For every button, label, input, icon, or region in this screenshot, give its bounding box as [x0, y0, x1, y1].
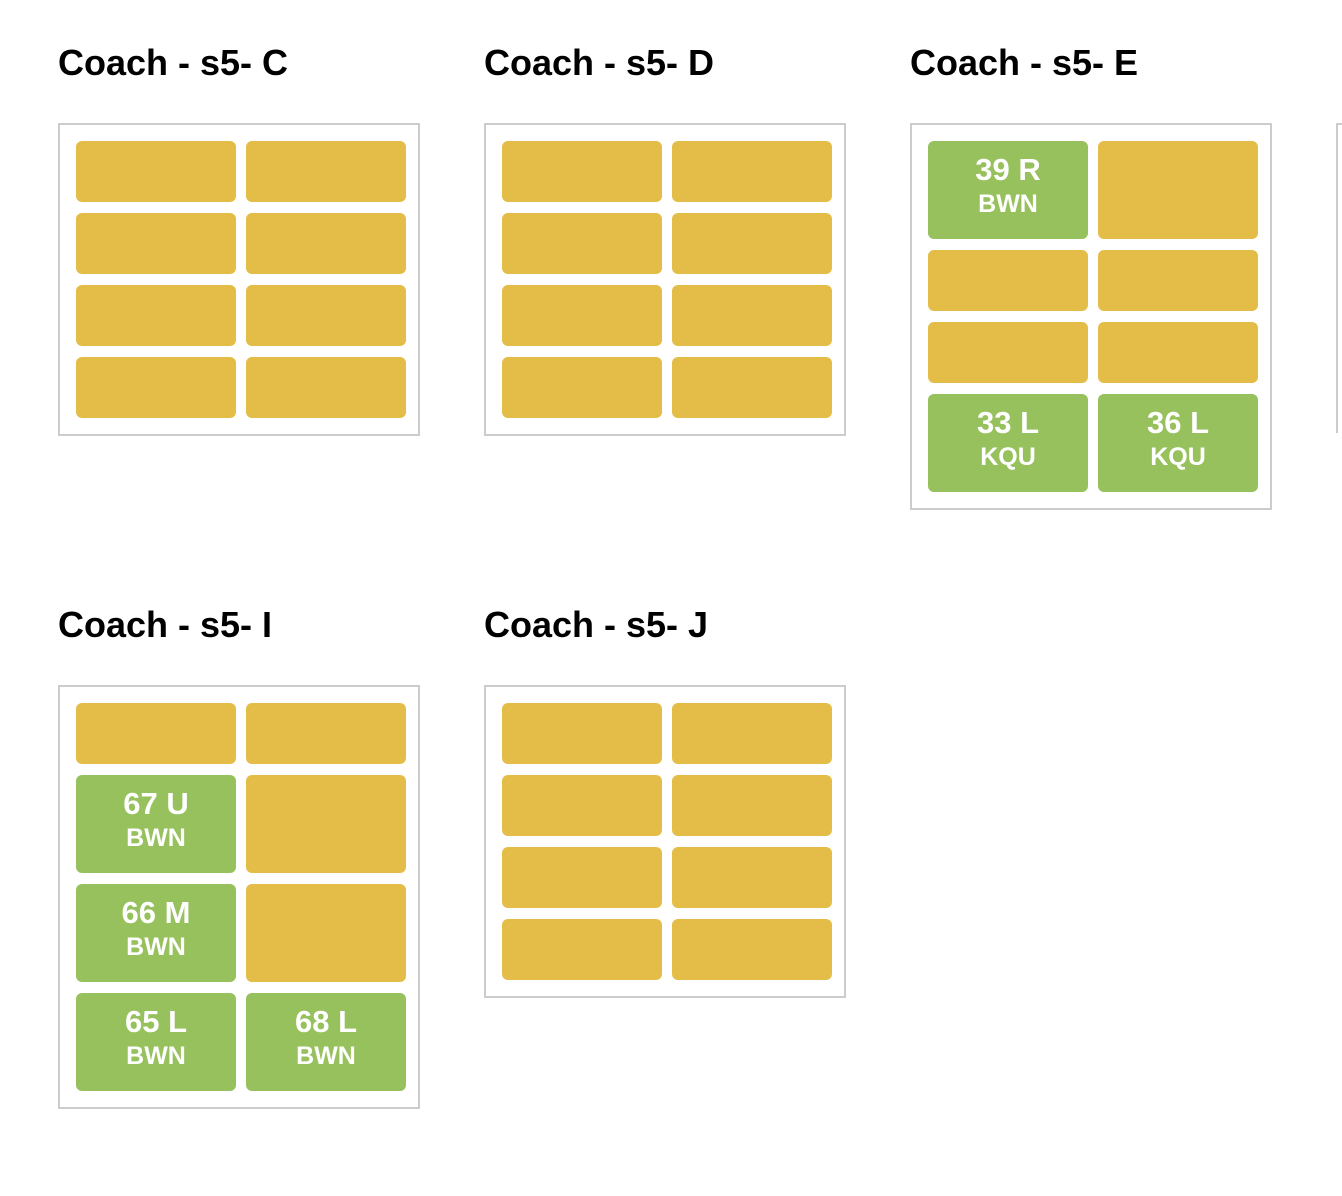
- seat-available[interactable]: [246, 357, 406, 418]
- seat-booked[interactable]: 67 U BWN: [76, 775, 236, 873]
- seat-available[interactable]: [1098, 250, 1258, 311]
- seat-station-code: KQU: [1150, 443, 1206, 471]
- seat-available[interactable]: [502, 703, 662, 764]
- seat-booked[interactable]: 39 R BWN: [928, 141, 1088, 239]
- seat-booked[interactable]: 66 M BWN: [76, 884, 236, 982]
- coach-title: Coach - s5- E: [910, 42, 1139, 83]
- seat-grid: [76, 141, 406, 418]
- coach-title: Coach - s5- C: [58, 42, 289, 83]
- seat-available[interactable]: [928, 250, 1088, 311]
- seat-available[interactable]: [1098, 141, 1258, 239]
- seat-available[interactable]: [1098, 322, 1258, 383]
- coach-seat-box: 39 R BWN 33 L KQU 36 L KQU: [910, 123, 1272, 510]
- seat-available[interactable]: [76, 213, 236, 274]
- seat-number: 36 L: [1146, 405, 1210, 440]
- seat-station-code: BWN: [296, 1042, 356, 1070]
- seat-available[interactable]: [928, 322, 1088, 383]
- seat-available[interactable]: [76, 141, 236, 202]
- coach-title: Coach - s5- D: [484, 42, 715, 83]
- seat-available[interactable]: [672, 213, 832, 274]
- coach-seat-box: 67 U BWN 66 M BWN 65 L BWN 68 L BWN: [58, 685, 420, 1109]
- seat-available[interactable]: [502, 285, 662, 346]
- seat-available[interactable]: [502, 847, 662, 908]
- seat-available[interactable]: [246, 775, 406, 873]
- seat-booked[interactable]: 36 L KQU: [1098, 394, 1258, 492]
- seat-available[interactable]: [502, 357, 662, 418]
- seat-available[interactable]: [672, 141, 832, 202]
- seat-available[interactable]: [672, 919, 832, 980]
- seat-number: 39 R: [975, 152, 1041, 187]
- seat-available[interactable]: [672, 285, 832, 346]
- seat-station-code: BWN: [126, 824, 186, 852]
- seat-available[interactable]: [672, 703, 832, 764]
- seat-station-code: BWN: [978, 190, 1038, 218]
- seat-available[interactable]: [502, 775, 662, 836]
- seat-booked[interactable]: 68 L BWN: [246, 993, 406, 1091]
- seat-available[interactable]: [246, 884, 406, 982]
- seat-available[interactable]: [502, 213, 662, 274]
- coach-seat-box-partial: [1336, 123, 1342, 433]
- coach-seat-box: [484, 123, 846, 436]
- seat-available[interactable]: [246, 703, 406, 764]
- seat-grid: 67 U BWN 66 M BWN 65 L BWN 68 L BWN: [76, 703, 406, 1091]
- seat-available[interactable]: [76, 703, 236, 764]
- seat-available[interactable]: [502, 919, 662, 980]
- seat-grid: [502, 141, 832, 418]
- seat-available[interactable]: [672, 357, 832, 418]
- coach-seat-box: [58, 123, 420, 436]
- seat-number: 67 U: [123, 786, 189, 821]
- seat-available[interactable]: [672, 847, 832, 908]
- seat-available[interactable]: [502, 141, 662, 202]
- seat-available[interactable]: [672, 775, 832, 836]
- seat-booked[interactable]: 65 L BWN: [76, 993, 236, 1091]
- seat-number: 33 L: [976, 405, 1040, 440]
- seat-grid: [502, 703, 832, 980]
- seat-grid: 39 R BWN 33 L KQU 36 L KQU: [928, 141, 1258, 492]
- seat-number: 66 M: [121, 895, 191, 930]
- seat-available[interactable]: [246, 213, 406, 274]
- seat-available[interactable]: [246, 285, 406, 346]
- coach-seat-box: [484, 685, 846, 998]
- seat-booked[interactable]: 33 L KQU: [928, 394, 1088, 492]
- seat-station-code: BWN: [126, 933, 186, 961]
- seat-station-code: KQU: [980, 443, 1036, 471]
- seat-number: 68 L: [294, 1004, 358, 1039]
- seat-station-code: BWN: [126, 1042, 186, 1070]
- coach-title: Coach - s5- I: [58, 604, 273, 645]
- seat-available[interactable]: [76, 285, 236, 346]
- seat-available[interactable]: [76, 357, 236, 418]
- seat-number: 65 L: [124, 1004, 188, 1039]
- coach-title: Coach - s5- J: [484, 604, 709, 645]
- seat-available[interactable]: [246, 141, 406, 202]
